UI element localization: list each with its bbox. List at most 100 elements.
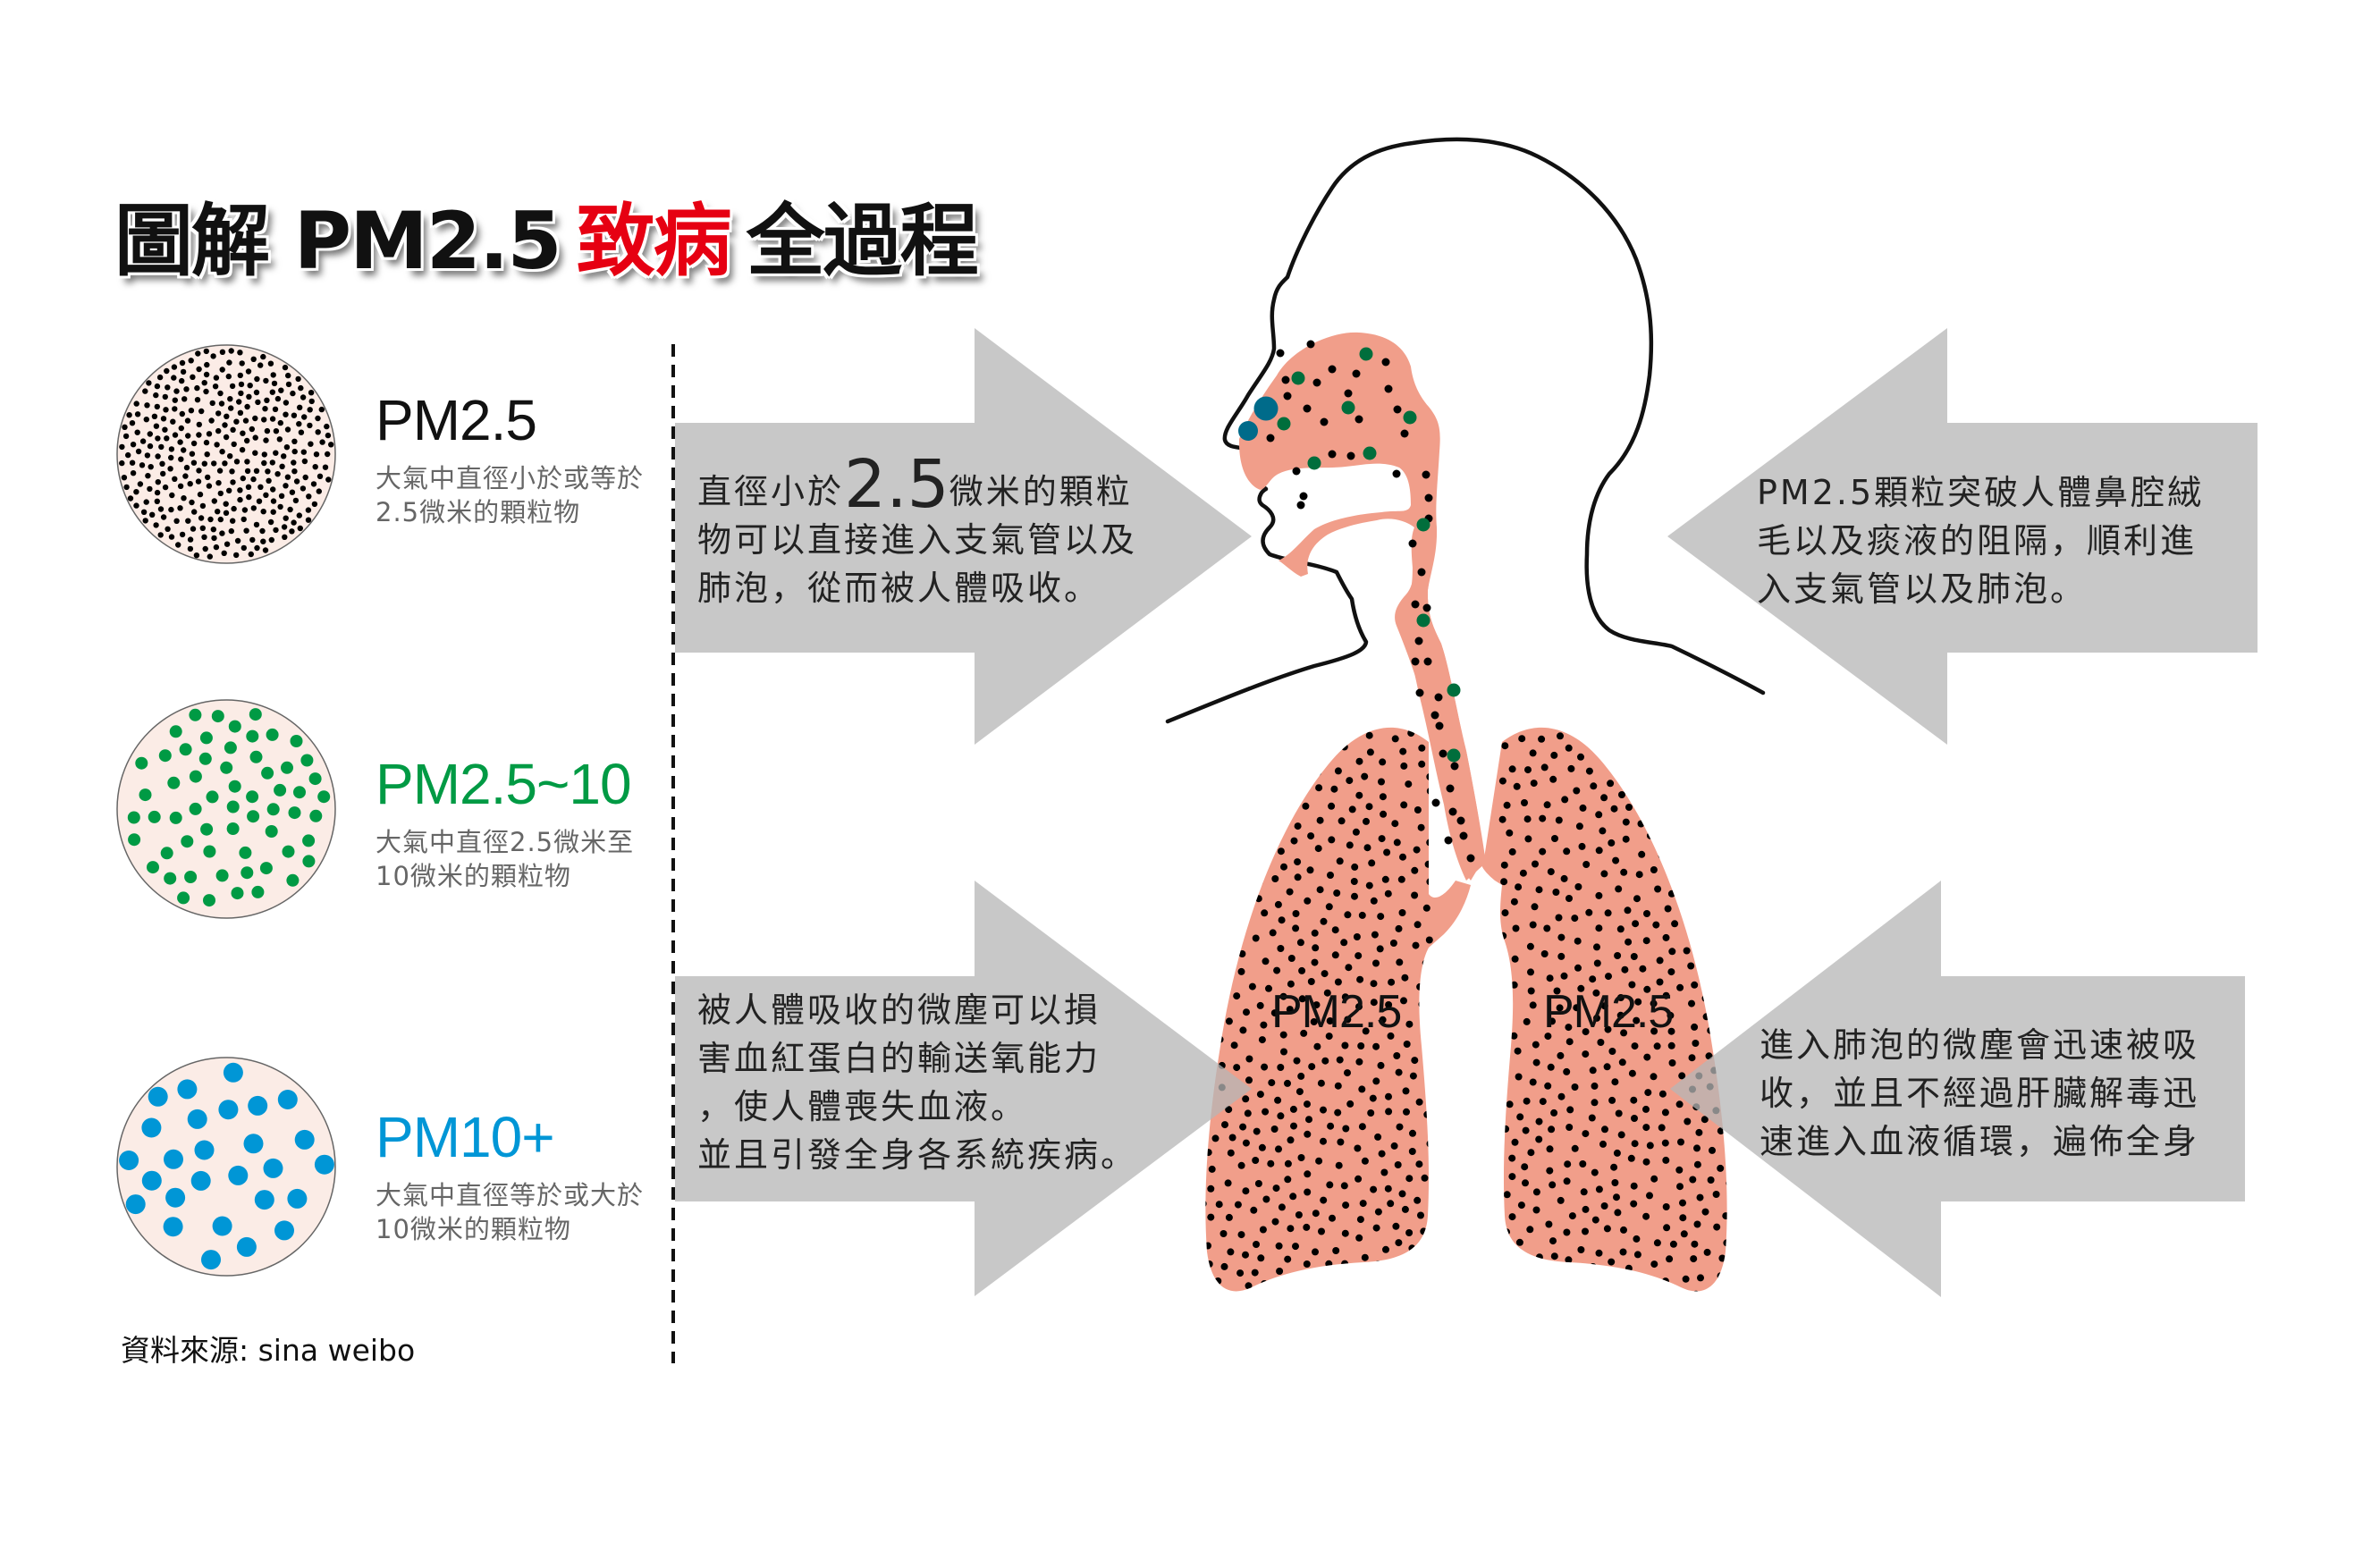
particle-dot: [1320, 1137, 1327, 1145]
particle-dot: [1374, 1260, 1382, 1269]
particle-dot: [1388, 978, 1396, 986]
particle-dot: [1620, 1226, 1627, 1234]
particle-dot: [1239, 743, 1247, 751]
particle-dot: [134, 411, 141, 417]
particle-dot: [211, 535, 217, 542]
particle-dot: [1600, 1202, 1608, 1210]
particle-dot: [1582, 861, 1591, 868]
particle-dot: [148, 810, 161, 823]
particle-dot: [1697, 943, 1705, 951]
particle-dot: [206, 483, 213, 489]
particle-dot: [1242, 1139, 1250, 1147]
particle-dot: [189, 451, 196, 457]
particle-dot: [1206, 761, 1214, 769]
particle-dot: [1656, 978, 1664, 986]
particle-dot: [316, 488, 322, 494]
particle-dot: [1650, 866, 1658, 873]
particle-dot: [1384, 384, 1393, 393]
particle-dot: [1281, 770, 1289, 778]
particle-dot: [1538, 735, 1546, 743]
particle-dot: [190, 440, 198, 447]
particle-dot: [1519, 869, 1527, 877]
particle-dot: [1422, 904, 1430, 912]
particle-dot: [1564, 1289, 1572, 1292]
particle-dot: [135, 756, 148, 770]
particle-dot: [1205, 901, 1209, 909]
particle-dot: [1518, 735, 1526, 743]
particle-dot: [1535, 1135, 1543, 1143]
particle-dot: [307, 407, 313, 413]
particle-dot: [1423, 1110, 1431, 1118]
particle-dot: [199, 502, 207, 510]
particle-dot: [1207, 1213, 1215, 1221]
particle-dot: [1650, 1027, 1658, 1035]
particle-dot: [243, 527, 249, 534]
particle-dot: [1582, 1205, 1590, 1213]
particle-dot: [266, 728, 279, 741]
particle-dot: [287, 1188, 308, 1209]
particle-dot: [1362, 1027, 1370, 1035]
particle-dot: [1306, 340, 1315, 349]
particle-dot: [239, 846, 252, 859]
particle-dot: [181, 396, 188, 402]
particle-dot: [182, 473, 189, 479]
particle-dot: [1423, 657, 1432, 666]
particle-dot: [1292, 1243, 1299, 1251]
particle-dot: [1622, 818, 1630, 826]
particle-dot: [1653, 1239, 1661, 1247]
particle-dot: [1611, 1179, 1619, 1186]
particle-dot: [228, 720, 241, 733]
particle-dot: [291, 468, 298, 475]
particle-dot: [1214, 1277, 1222, 1285]
particle-dot: [242, 417, 249, 424]
particle-dot: [1593, 1014, 1600, 1022]
particle-dot: [308, 390, 315, 396]
legend-heading: PM10+: [376, 1105, 555, 1169]
particle-dot: [184, 417, 191, 424]
particle-dot: [1716, 848, 1724, 856]
particle-dot: [1723, 832, 1727, 840]
particle-dot: [1720, 868, 1727, 876]
particle-dot: [1371, 931, 1379, 939]
particle-dot: [1299, 492, 1308, 501]
particle-dot: [143, 499, 149, 505]
particle-dot: [1323, 989, 1331, 997]
particle-dot: [1633, 1251, 1641, 1259]
particle-dot: [290, 735, 303, 747]
particle-dot: [1595, 1249, 1603, 1257]
particle-dot: [1320, 748, 1328, 756]
particle-dot: [1272, 1184, 1280, 1193]
particle-dot: [196, 468, 202, 474]
particle-dot: [1372, 1077, 1380, 1085]
particle-dot: [1357, 1042, 1365, 1050]
particle-dot: [189, 770, 202, 783]
legend-description-line: 大氣中直徑2.5微米至: [376, 827, 635, 857]
particle-dot: [1658, 1124, 1666, 1132]
legend-description: 大氣中直徑小於或等於 2.5微米的顆粒物: [376, 461, 644, 529]
particle-dot: [153, 423, 160, 429]
particle-dot: [1522, 1126, 1530, 1134]
title-highlight: 致病: [576, 195, 732, 287]
particle-dot: [1642, 1124, 1650, 1132]
particle-dot: [1253, 396, 1279, 421]
particle-dot: [237, 487, 243, 493]
particle-dot: [1712, 940, 1720, 948]
particle-dot: [1431, 798, 1440, 807]
particle-dot: [1721, 976, 1727, 984]
particle-dot: [1312, 378, 1321, 387]
particle-dot: [1215, 778, 1223, 786]
particle-dot: [1344, 1069, 1351, 1077]
particle-dot: [1325, 1033, 1333, 1041]
particle-dot: [1535, 1268, 1543, 1276]
particle-dot: [1722, 1212, 1727, 1220]
arrow-text-line: 肺泡，從而被人體吸收。: [697, 569, 1101, 608]
particle-dot: [269, 459, 275, 466]
particle-dot: [171, 364, 178, 370]
particle-dot: [1242, 902, 1250, 910]
particle-dot: [1650, 1175, 1658, 1183]
arrow-text-line: 物可以直接進入支氣管以及: [697, 520, 1138, 560]
particle-dot: [1233, 821, 1241, 829]
particle-dot: [233, 552, 240, 559]
particle-dot: [1564, 1160, 1572, 1168]
particle-dot: [223, 501, 229, 507]
